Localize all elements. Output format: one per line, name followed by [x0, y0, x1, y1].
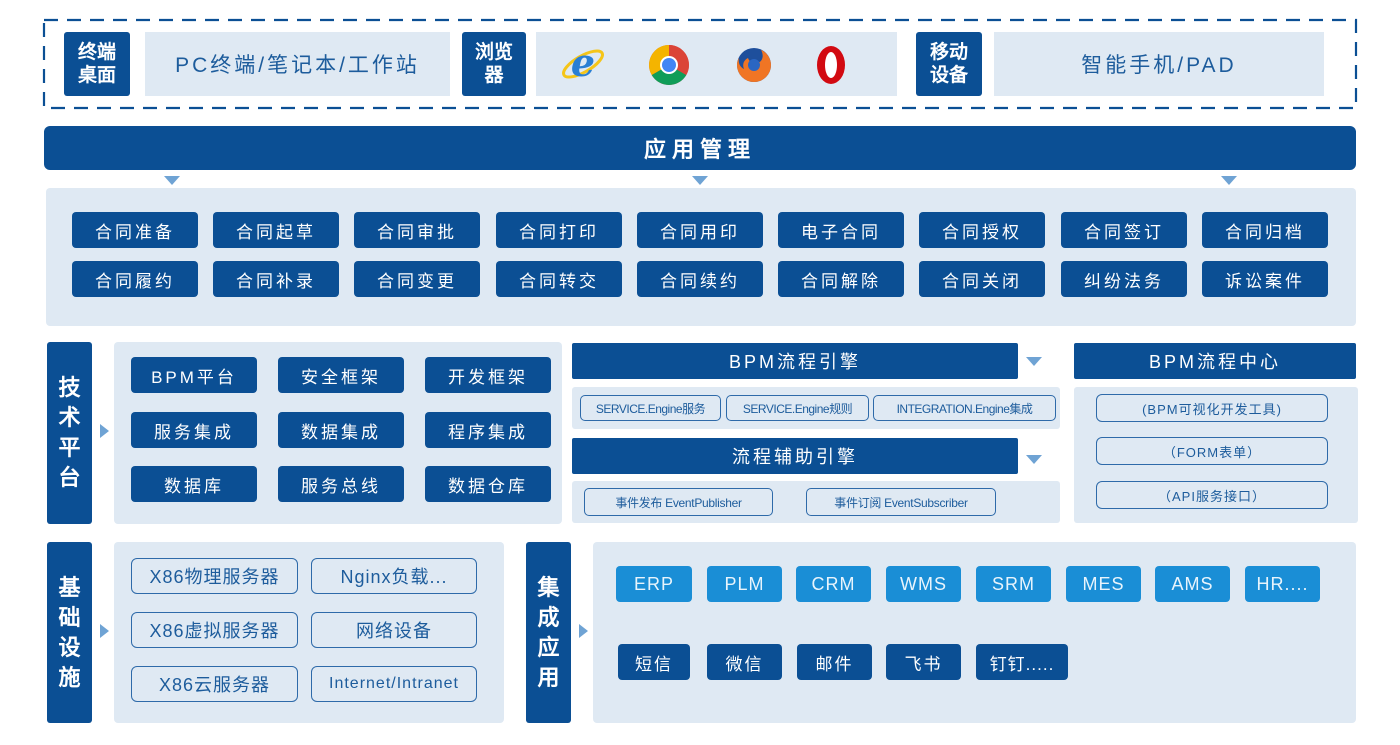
integration-system[interactable]: WMS: [886, 566, 961, 602]
desktop-text: PC终端/笔记本/工作站: [145, 32, 450, 96]
infra-item[interactable]: X86物理服务器: [131, 558, 298, 594]
infra-item[interactable]: X86虚拟服务器: [131, 612, 298, 648]
contract-module[interactable]: 合同起草: [213, 212, 339, 248]
app-management-bar: 应用管理: [44, 126, 1356, 170]
contract-module[interactable]: 合同履约: [72, 261, 198, 297]
contract-module[interactable]: 合同签订: [1061, 212, 1187, 248]
terminal-dashed-frame: [42, 18, 1358, 110]
tech-item[interactable]: 服务总线: [278, 466, 404, 502]
down-arrow-icon: [692, 176, 708, 185]
down-arrow-icon: [1221, 176, 1237, 185]
mobile-tag: 移动 设备: [916, 32, 982, 96]
aux-engine-item[interactable]: 事件发布 EventPublisher: [584, 488, 773, 516]
integration-channel[interactable]: 飞书: [886, 644, 961, 680]
firefox-icon: [737, 48, 771, 82]
right-arrow-icon: [100, 424, 109, 438]
infra-item[interactable]: 网络设备: [311, 612, 477, 648]
integration-system[interactable]: MES: [1066, 566, 1141, 602]
integration-channel[interactable]: 微信: [707, 644, 782, 680]
infra-item[interactable]: X86云服务器: [131, 666, 298, 702]
infra-item[interactable]: Nginx负载...: [311, 558, 477, 594]
right-arrow-icon: [100, 624, 109, 638]
integration-system[interactable]: CRM: [796, 566, 871, 602]
browser-tag: 浏览 器: [462, 32, 526, 96]
integration-system[interactable]: AMS: [1155, 566, 1230, 602]
bpm-center-item[interactable]: (BPM可视化开发工具): [1096, 394, 1328, 422]
integration-system[interactable]: HR....: [1245, 566, 1320, 602]
contract-module[interactable]: 合同归档: [1202, 212, 1328, 248]
engine-item[interactable]: SERVICE.Engine规则: [726, 395, 869, 421]
aux-engine-item[interactable]: 事件订阅 EventSubscriber: [806, 488, 996, 516]
contract-module[interactable]: 合同用印: [637, 212, 763, 248]
tech-platform-label: 技 术 平 台: [47, 342, 92, 524]
engine-item[interactable]: SERVICE.Engine服务: [580, 395, 721, 421]
contract-module[interactable]: 电子合同: [778, 212, 904, 248]
infrastructure-label: 基 础 设 施: [47, 542, 92, 723]
integration-channel[interactable]: 钉钉.....: [976, 644, 1068, 680]
contract-module[interactable]: 合同授权: [919, 212, 1045, 248]
contract-module[interactable]: 合同补录: [213, 261, 339, 297]
contract-module[interactable]: 合同准备: [72, 212, 198, 248]
contract-module[interactable]: 合同解除: [778, 261, 904, 297]
contract-module[interactable]: 合同关闭: [919, 261, 1045, 297]
tech-item[interactable]: 安全框架: [278, 357, 404, 393]
tech-item[interactable]: 程序集成: [425, 412, 551, 448]
integration-system[interactable]: ERP: [616, 566, 692, 602]
integration-channel[interactable]: 短信: [618, 644, 690, 680]
chrome-icon: [649, 45, 689, 85]
tech-item[interactable]: 数据仓库: [425, 466, 551, 502]
contract-module[interactable]: 合同续约: [637, 261, 763, 297]
browser-panel: e: [536, 32, 897, 96]
contract-modules-panel: [46, 188, 1356, 326]
mobile-text: 智能手机/PAD: [994, 32, 1324, 96]
tech-item[interactable]: 数据集成: [278, 412, 404, 448]
contract-module[interactable]: 合同审批: [354, 212, 480, 248]
svg-text:e: e: [571, 42, 595, 85]
right-arrow-icon: [579, 624, 588, 638]
bpm-engine-title: BPM流程引擎: [572, 343, 1018, 379]
tech-item[interactable]: 服务集成: [131, 412, 257, 448]
bpm-center-item[interactable]: （API服务接口）: [1096, 481, 1328, 509]
contract-module[interactable]: 合同变更: [354, 261, 480, 297]
integration-channel[interactable]: 邮件: [797, 644, 872, 680]
desktop-tag: 终端 桌面: [64, 32, 130, 96]
tech-item[interactable]: 开发框架: [425, 357, 551, 393]
integration-system[interactable]: SRM: [976, 566, 1051, 602]
engine-item[interactable]: INTEGRATION.Engine集成: [873, 395, 1056, 421]
ie-icon: e: [562, 42, 604, 85]
aux-engine-title: 流程辅助引擎: [572, 438, 1018, 474]
integration-system[interactable]: PLM: [707, 566, 782, 602]
contract-module[interactable]: 纠纷法务: [1061, 261, 1187, 297]
opera-icon: [817, 46, 845, 84]
integration-label: 集 成 应 用: [526, 542, 571, 723]
bpm-center-item[interactable]: （FORM表单）: [1096, 437, 1328, 465]
down-arrow-icon: [1026, 357, 1042, 366]
down-arrow-icon: [164, 176, 180, 185]
bpm-center-title: BPM流程中心: [1074, 343, 1356, 379]
down-arrow-icon: [1026, 455, 1042, 464]
tech-item[interactable]: BPM平台: [131, 357, 257, 393]
contract-module[interactable]: 合同转交: [496, 261, 622, 297]
contract-module[interactable]: 合同打印: [496, 212, 622, 248]
contract-module[interactable]: 诉讼案件: [1202, 261, 1328, 297]
tech-item[interactable]: 数据库: [131, 466, 257, 502]
infra-item[interactable]: Internet/Intranet: [311, 666, 477, 702]
